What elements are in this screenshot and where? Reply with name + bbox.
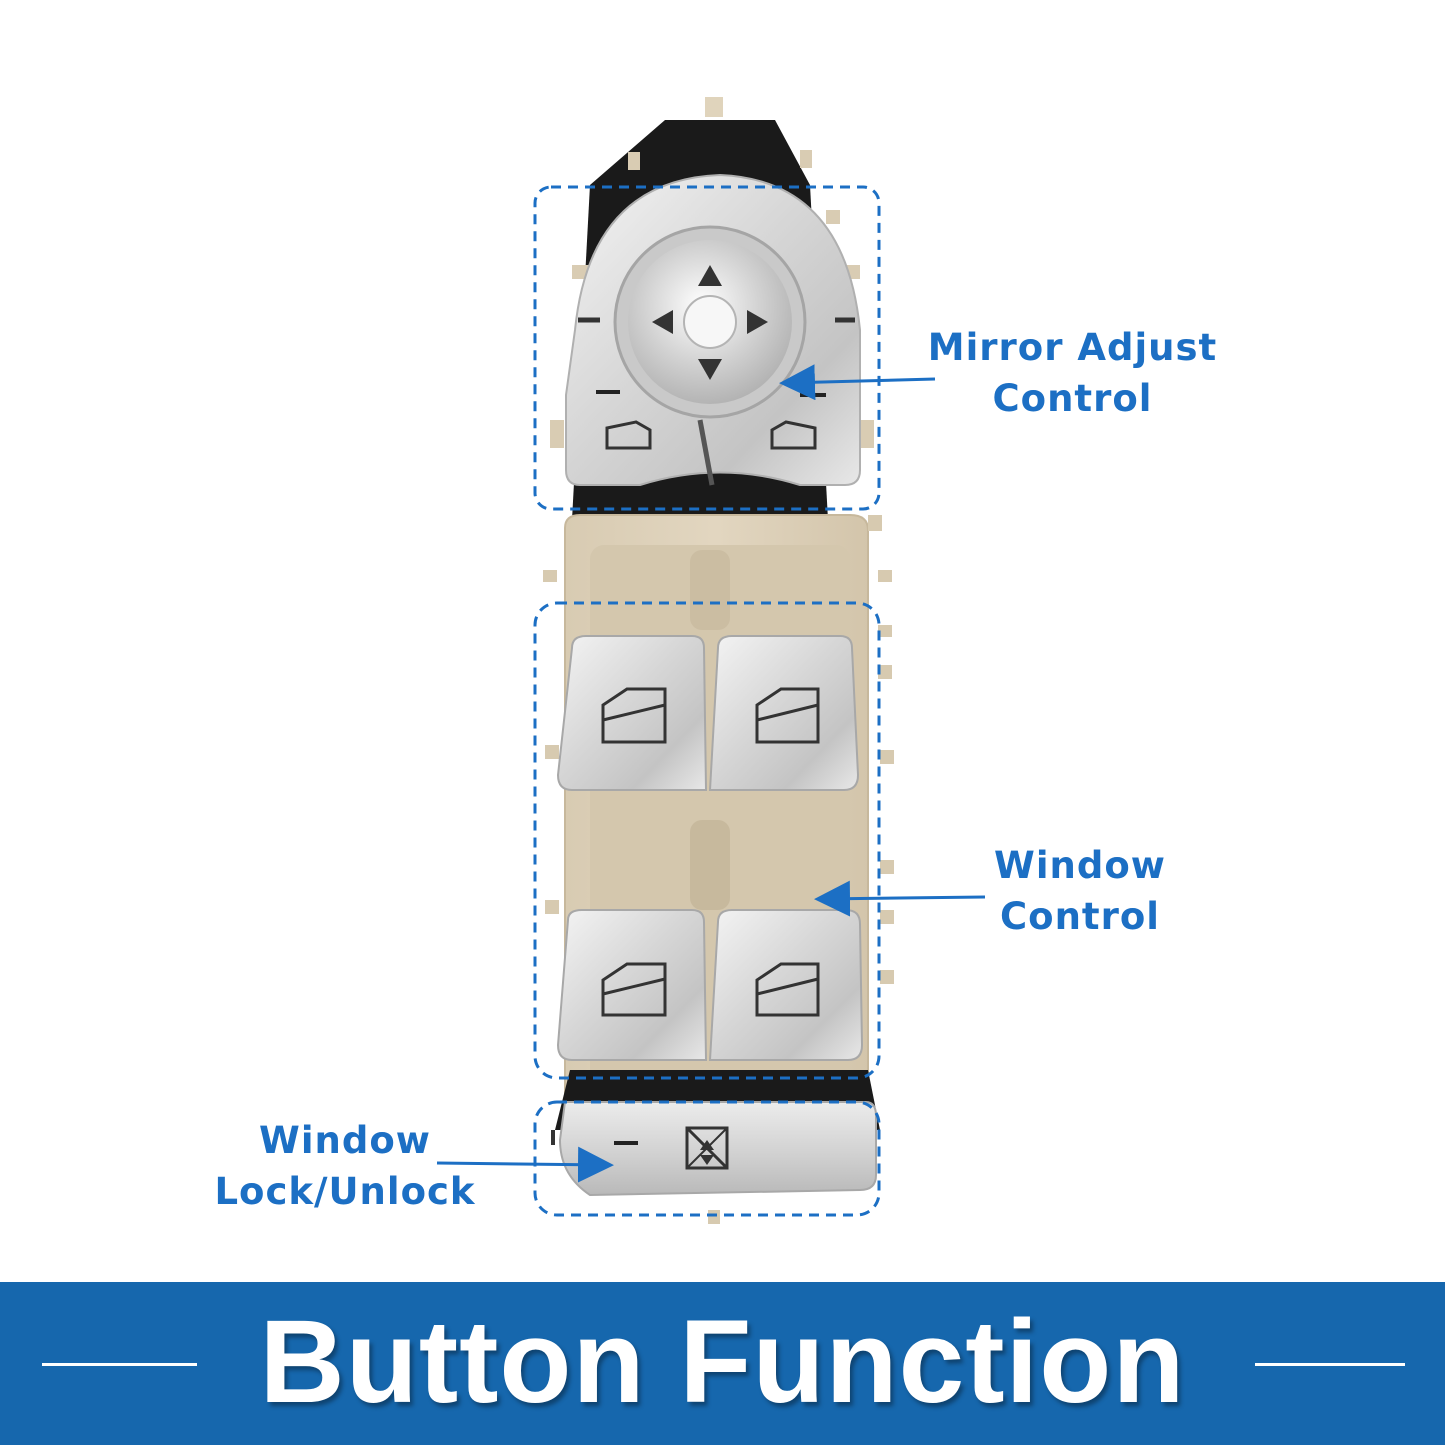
left-mirror-icon[interactable] [605, 420, 652, 450]
window-switch-front-left[interactable] [556, 635, 708, 791]
window-lock-callout: Window Lock/Unlock [205, 1115, 485, 1217]
mirror-adjust-callout: Mirror Adjust Control [920, 322, 1225, 424]
window-control-callout: Window Control [960, 840, 1200, 942]
mirror-adjust-label-line1: Mirror Adjust [927, 326, 1218, 369]
arrow-right-icon [747, 310, 768, 334]
arrow-left-icon [652, 310, 673, 334]
window-lock-region [533, 1100, 881, 1217]
car-window-icon [601, 962, 667, 1017]
window-control-label-line2: Control [1000, 895, 1160, 938]
window-lock-label-line2: Lock/Unlock [214, 1170, 476, 1213]
window-switch-front-right[interactable] [708, 635, 860, 791]
mirror-control-region [533, 185, 881, 511]
arrow-up-icon [698, 265, 722, 286]
window-control-label-line1: Window [994, 844, 1166, 887]
banner-title: Button Function [259, 1296, 1186, 1428]
banner-divider-left [42, 1363, 197, 1366]
banner-divider-right [1255, 1363, 1405, 1366]
right-mirror-icon[interactable] [770, 420, 817, 450]
section-banner: Button Function [0, 1282, 1445, 1445]
window-switch-rear-left[interactable] [556, 909, 708, 1061]
window-lock-label-line1: Window [259, 1119, 431, 1162]
window-control-region [533, 601, 881, 1080]
window-lock-arrow [436, 1146, 614, 1183]
car-window-icon [601, 687, 667, 744]
window-switch-rear-right[interactable] [708, 909, 864, 1061]
arrow-down-icon [698, 359, 722, 380]
window-lock-icon [685, 1126, 729, 1170]
mirror-control-module [565, 173, 861, 486]
car-window-icon [755, 962, 820, 1017]
mirror-adjust-label-line2: Control [992, 377, 1153, 420]
window-control-arrow [814, 880, 986, 917]
car-window-icon [755, 687, 820, 744]
window-lock-switch[interactable] [551, 1101, 877, 1224]
mirror-adjust-arrow [779, 364, 936, 401]
